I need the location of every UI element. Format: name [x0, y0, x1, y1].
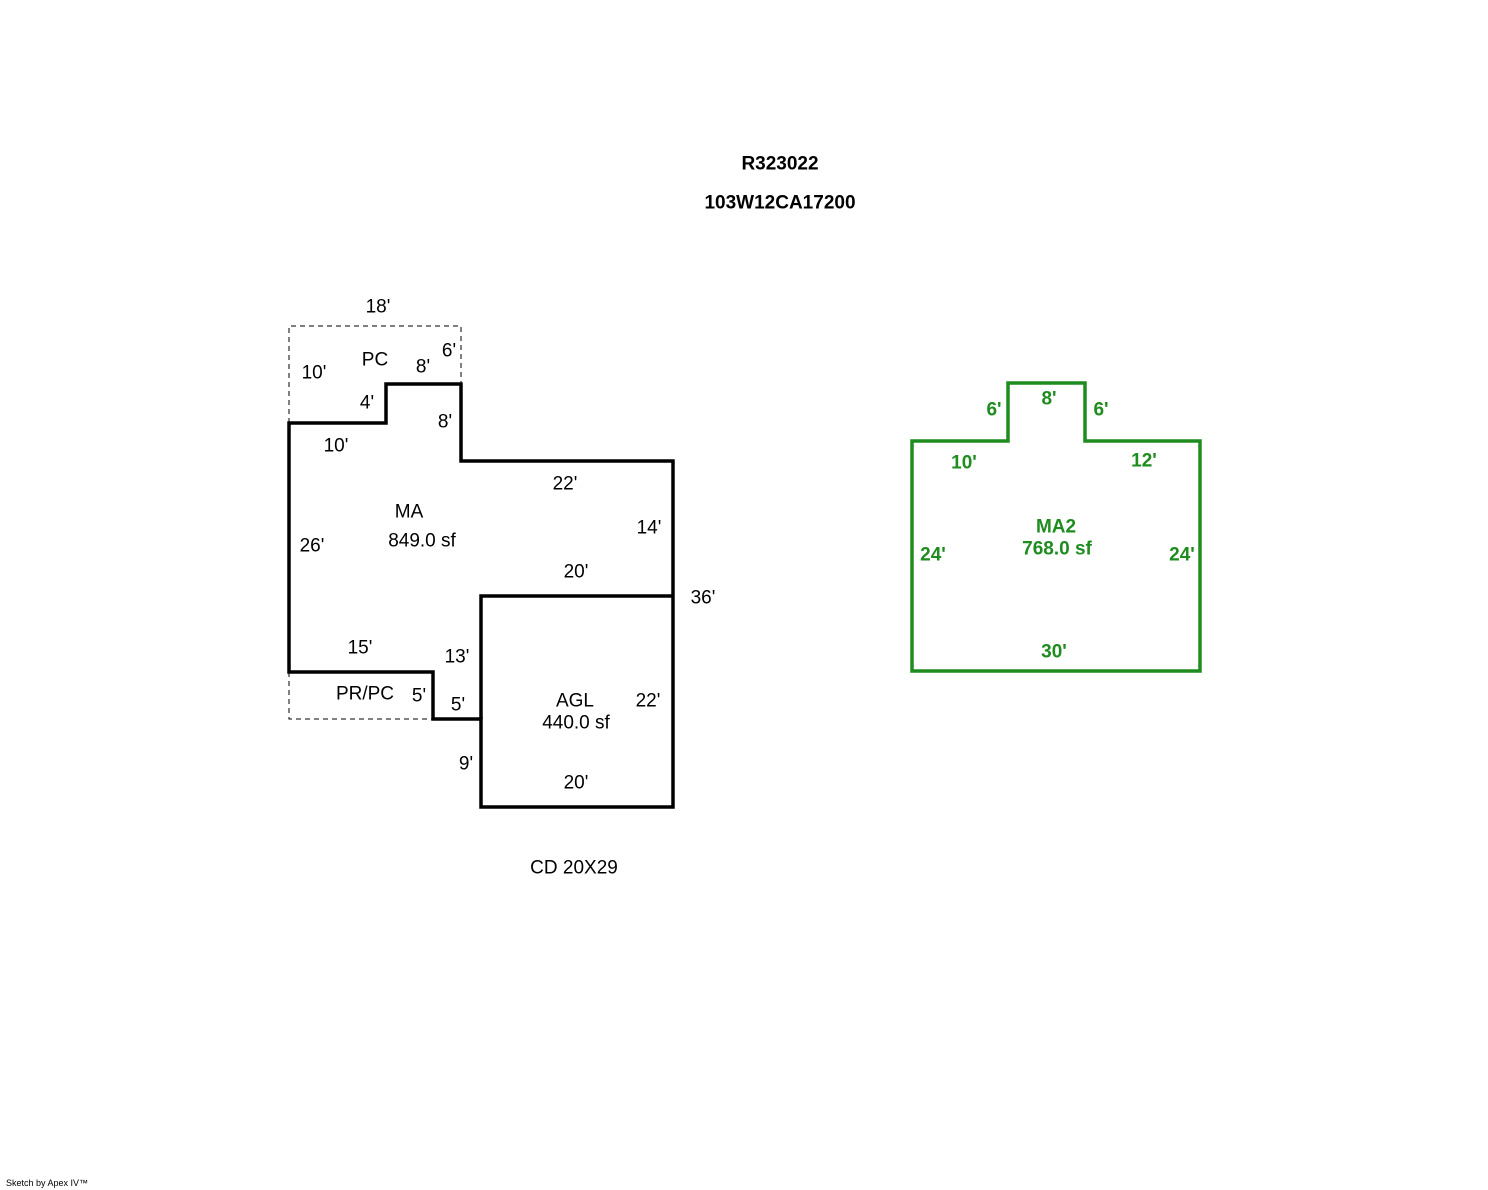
dim-label: 12': [1131, 450, 1157, 472]
dim-label: 6': [441, 340, 457, 362]
dim-label: 15': [347, 637, 373, 659]
dim-label: 10': [323, 435, 349, 457]
pr-pc-label: PR/PC: [335, 683, 395, 705]
dim-label: 10': [301, 362, 327, 384]
dim-label: 30': [1041, 641, 1067, 663]
ma-area: 849.0 sf: [388, 530, 456, 552]
dim-label: 5': [411, 685, 427, 707]
software-credit: Sketch by Apex IV™: [6, 1178, 89, 1188]
dim-label: 8': [1041, 388, 1057, 410]
dim-label: 13': [444, 646, 470, 668]
agl-label: AGL: [555, 690, 595, 712]
dim-label: 24': [920, 544, 946, 566]
pc-label: PC: [361, 349, 389, 371]
dim-label: 6': [1093, 399, 1109, 421]
ma-outline: [287, 382, 675, 809]
dim-label: 5': [450, 694, 466, 716]
dim-label: 26': [299, 535, 325, 557]
porch-outlines: [288, 325, 462, 720]
ma2-outline: [910, 381, 1202, 673]
dim-label: 22': [552, 473, 578, 495]
ma2-label: MA2: [1035, 516, 1077, 538]
dim-label: 6': [986, 399, 1002, 421]
agl-outline: [479, 594, 673, 719]
dim-label: 36': [690, 587, 716, 609]
dim-label: 8': [437, 411, 453, 433]
dim-label: 22': [635, 690, 661, 712]
pc-outline: [288, 325, 462, 423]
dim-label: 4': [359, 392, 375, 414]
dim-label: 20': [563, 561, 589, 583]
ma-label: MA: [394, 501, 424, 523]
agl-area: 440.0 sf: [542, 712, 610, 734]
pr-pc-outline: [288, 672, 433, 720]
dim-label: 9': [458, 753, 474, 775]
dim-label: 24': [1169, 544, 1195, 566]
dim-label: 8': [415, 356, 431, 378]
dim-label: 20': [563, 772, 589, 794]
ma2-area: 768.0 sf: [1022, 538, 1092, 560]
parcel-id: R323022: [741, 153, 819, 175]
dim-label: 14': [636, 517, 662, 539]
dim-label: 18': [365, 296, 391, 318]
dim-label: 10': [951, 452, 977, 474]
sketch-note: CD 20X29: [530, 857, 618, 879]
map-number: 103W12CA17200: [704, 192, 856, 214]
